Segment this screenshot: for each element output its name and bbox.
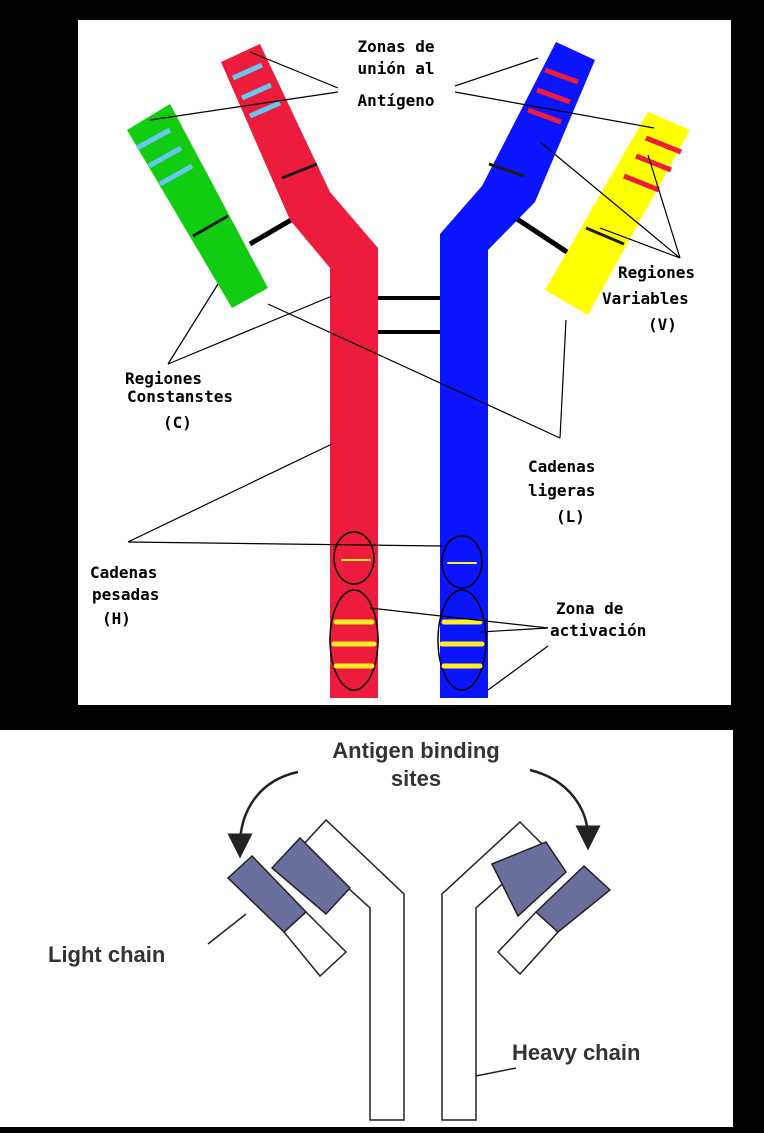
spanish-antibody-diagram: Zonas de unión al Antígeno Regiones Vari… <box>78 20 731 705</box>
antigen-zone-label: Zonas de unión al Antígeno <box>357 37 434 110</box>
antigen-sites-line-1: Antigen binding <box>332 738 499 763</box>
light-chains-line-1: Cadenas <box>528 457 595 476</box>
activation-zone-line-2: activación <box>550 621 646 640</box>
antigen-zone-line-1: Zonas de <box>357 37 434 56</box>
activation-zone-line-1: Zona de <box>556 599 623 618</box>
variable-regions-line-2: Variables <box>602 289 689 308</box>
heavy-chains-line-1: Cadenas <box>90 563 157 582</box>
antigen-sites-line-2: sites <box>391 766 441 791</box>
light-chains-line-2: ligeras <box>528 481 595 500</box>
heavy-chains-line-2: pesadas <box>92 585 159 604</box>
light-chain-label: Light chain <box>48 942 165 967</box>
english-antibody-diagram: Antigen binding sites Light chain Heavy … <box>0 730 733 1128</box>
antigen-zone-line-3: Antígeno <box>357 91 434 110</box>
heavy-chain-label: Heavy chain <box>512 1040 640 1065</box>
constant-regions-line-2: Constanstes <box>127 387 233 406</box>
constant-regions-line-3: (C) <box>163 413 192 432</box>
constant-regions-line-1: Regiones <box>125 369 202 388</box>
antigen-zone-line-2: unión al <box>357 59 434 78</box>
variable-regions-line-3: (V) <box>648 315 677 334</box>
light-chains-line-3: (L) <box>556 507 585 526</box>
variable-regions-line-1: Regiones <box>618 263 695 282</box>
heavy-chains-line-3: (H) <box>102 609 131 628</box>
bottom-panel <box>0 730 733 1127</box>
